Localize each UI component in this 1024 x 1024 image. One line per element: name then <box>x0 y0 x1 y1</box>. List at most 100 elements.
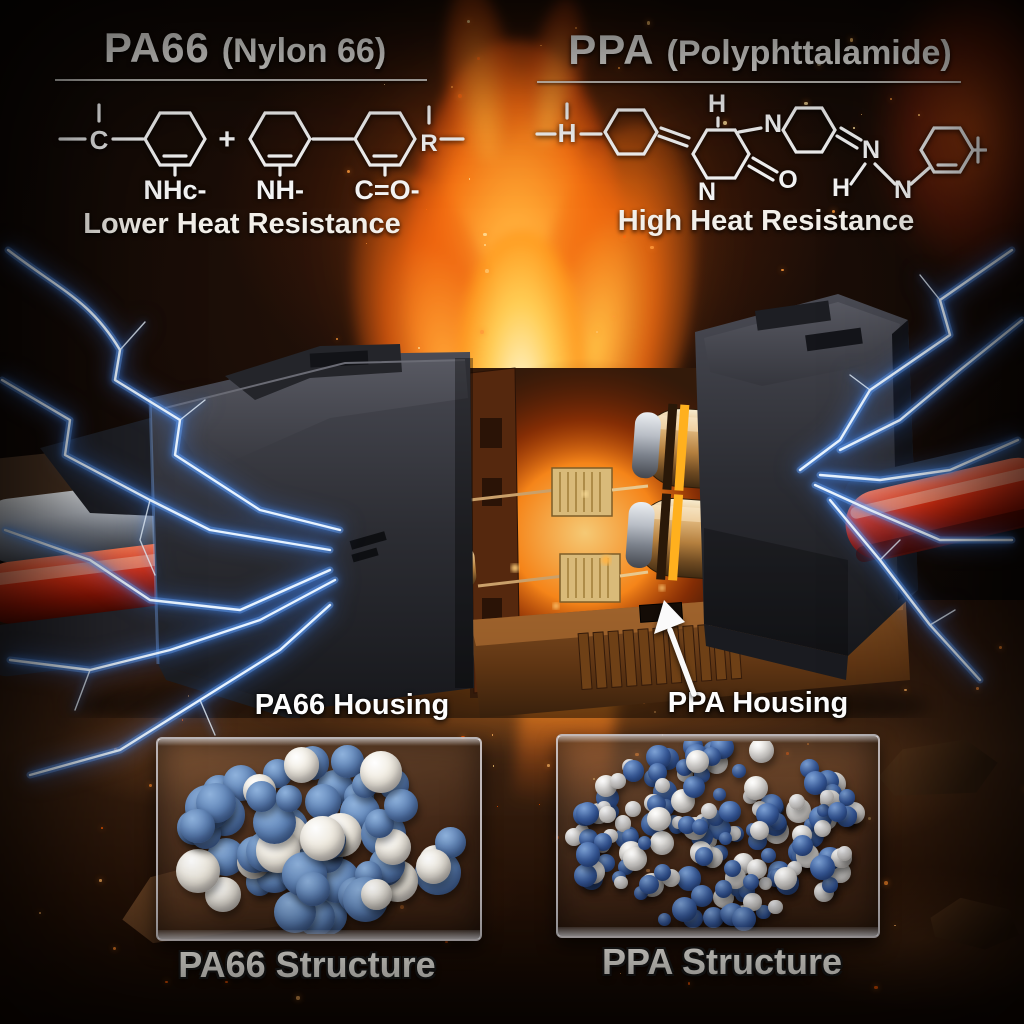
molecule-sphere <box>283 747 320 783</box>
molecule-sphere <box>718 832 733 846</box>
molecule-sphere <box>731 907 756 931</box>
left-divider-line <box>55 79 427 81</box>
molecule-sphere <box>575 802 600 826</box>
molecule-sphere <box>360 750 402 793</box>
molecule-sphere <box>821 877 838 894</box>
molecule-sphere <box>574 863 597 887</box>
molecule-sphere <box>653 863 672 881</box>
molecule-sphere <box>828 802 848 822</box>
molecule-sphere <box>575 842 601 867</box>
svg-text:H: H <box>832 174 850 202</box>
molecule-sphere <box>416 848 452 884</box>
molecule-sphere <box>758 876 772 890</box>
molecule-sphere <box>275 785 303 812</box>
svg-text:N: N <box>862 136 880 164</box>
molecule-sphere <box>810 855 835 880</box>
molecule-sphere <box>678 816 696 835</box>
molecule-sphere <box>690 884 714 908</box>
svg-text:C: C <box>90 125 109 155</box>
ppa-housing-label: PPA Housing <box>667 687 849 719</box>
molecule-sphere <box>296 872 331 906</box>
pa66-structure-panel <box>156 737 482 941</box>
molecule-sphere <box>789 794 805 811</box>
molecule-sphere <box>723 859 741 877</box>
molecule-sphere <box>594 832 612 851</box>
pa66-housing-shell <box>148 344 474 718</box>
molecule-sphere <box>760 848 776 864</box>
ppa-heat-label: High Heat Resistance <box>617 205 915 237</box>
molecule-sphere <box>756 904 771 920</box>
molecule-sphere <box>743 775 768 801</box>
ppa-title: PPA (Polyphttalamide) <box>525 26 995 74</box>
molecule-sphere <box>773 867 798 891</box>
svg-text:R: R <box>420 130 437 157</box>
molecule-sphere <box>565 828 584 847</box>
molecule-sphere <box>813 820 831 838</box>
molecule-sphere <box>742 873 760 891</box>
svg-text:O: O <box>778 166 797 194</box>
molecule-sphere <box>732 764 746 779</box>
molecule-sphere <box>743 892 762 912</box>
molecule-sphere <box>749 820 770 841</box>
molecule-sphere <box>361 879 392 910</box>
pa66-heat-label: Lower Heat Resistance <box>83 208 401 240</box>
molecule-sphere <box>622 829 638 845</box>
molecule-sphere <box>748 741 774 763</box>
svg-text:C=O-: C=O- <box>354 175 419 205</box>
molecule-sphere <box>654 777 670 793</box>
svg-text:N: N <box>698 178 716 206</box>
molecule-sphere <box>622 760 645 782</box>
molecule-sphere <box>712 787 727 802</box>
molecule-sphere <box>647 763 668 783</box>
molecule-sphere <box>671 896 697 922</box>
svg-text:NHc-: NHc- <box>143 175 206 205</box>
molecule-sphere <box>624 801 641 818</box>
molecule-sphere <box>683 775 706 798</box>
molecule-sphere <box>803 770 828 795</box>
molecule-sphere <box>180 808 215 843</box>
molecule-sphere <box>647 806 672 831</box>
molecule-sphere <box>703 906 725 928</box>
svg-text:N: N <box>764 110 782 138</box>
molecule-sphere <box>755 802 780 827</box>
molecule-sphere <box>792 834 814 856</box>
ppa-title-name: PPA <box>568 26 655 73</box>
molecule-sphere <box>719 800 742 823</box>
pa66-structure-label: PA66 Structure <box>178 944 436 985</box>
molecule-sphere <box>768 899 783 914</box>
pa66-title-subtitle: (Nylon 66) <box>221 32 387 70</box>
pa66-housing-label: PA66 Housing <box>254 689 450 721</box>
svg-text:NH-: NH- <box>256 175 304 205</box>
molecule-sphere <box>599 806 616 823</box>
molecule-sphere <box>691 818 708 835</box>
molecule-sphere <box>175 848 221 893</box>
molecule-sphere <box>623 846 648 871</box>
molecule-sphere <box>615 815 632 832</box>
molecule-sphere <box>700 803 717 820</box>
molecule-sphere <box>614 875 628 889</box>
molecule-sphere <box>649 830 675 855</box>
molecule-sphere <box>299 815 346 862</box>
ppa-title-subtitle: (Polyphttalamide) <box>666 34 952 72</box>
svg-text:H: H <box>558 118 577 148</box>
ppa-molecule-spheres <box>563 741 873 931</box>
molecule-sphere <box>837 845 853 862</box>
ppa-structure-panel <box>556 734 880 938</box>
molecule-sphere <box>245 780 278 813</box>
pa66-title: PA66 (Nylon 66) <box>30 24 460 72</box>
molecule-sphere <box>714 880 733 898</box>
ppa-chemical-structure: H H N O N N H N <box>535 92 987 206</box>
pa66-title-name: PA66 <box>103 24 210 71</box>
svg-text:H: H <box>708 92 726 118</box>
molecule-sphere <box>610 773 627 790</box>
molecule-sphere <box>639 875 659 895</box>
pa66-chemical-structure: C + R NHc- NH- C=O- <box>58 103 465 205</box>
pa66-molecule-spheres <box>163 744 475 934</box>
ppa-structure-label: PPA Structure <box>601 941 843 982</box>
molecule-sphere <box>686 749 710 773</box>
molecule-sphere <box>820 790 835 804</box>
svg-text:N: N <box>894 176 912 204</box>
right-divider-line <box>537 81 961 83</box>
molecule-sphere <box>694 847 714 866</box>
ppa-housing-arrow-icon <box>654 600 697 697</box>
